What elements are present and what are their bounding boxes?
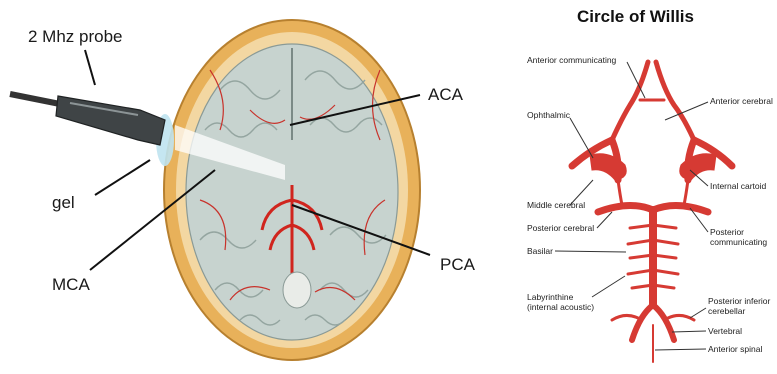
label-internal-carotid: Internal cartoid <box>710 181 766 191</box>
label-anterior-communicating: Anterior communicating <box>527 55 617 65</box>
posterior-inferior-cerebellar-left <box>612 315 638 320</box>
ophthalmic-right <box>680 154 716 180</box>
label-pca: PCA <box>440 255 476 274</box>
brain-illustration <box>156 20 420 360</box>
vertebral-left <box>632 305 653 340</box>
label-posterior-communicating-2: communicating <box>710 237 767 247</box>
label-posterior-cerebral: Posterior cerebral <box>527 223 594 233</box>
label-posterior-communicating-1: Posterior <box>710 227 744 237</box>
label-labyrinthine-1: Labyrinthine <box>527 292 574 302</box>
label-middle-cerebral: Middle cerebral <box>527 200 585 210</box>
label-aca: ACA <box>428 85 464 104</box>
probe-cable <box>10 94 60 104</box>
label-probe: 2 Mhz probe <box>28 27 123 46</box>
posterior-communicating-left <box>618 180 622 205</box>
label-gel: gel <box>52 193 75 212</box>
label-ophthalmic: Ophthalmic <box>527 110 571 120</box>
circle-of-willis-diagram <box>572 62 732 362</box>
brainstem <box>283 272 311 308</box>
probe-device <box>10 94 165 145</box>
label-anterior-cerebral: Anterior cerebral <box>710 96 773 106</box>
label-pica-1: Posterior inferior <box>708 296 771 306</box>
label-labyrinthine-2: (internal acoustic) <box>527 302 594 312</box>
label-vertebral: Vertebral <box>708 326 742 336</box>
label-mca: MCA <box>52 275 90 294</box>
label-pica-2: cerebellar <box>708 306 745 316</box>
label-basilar: Basilar <box>527 246 553 256</box>
vertebral-right <box>653 305 674 340</box>
label-anterior-spinal: Anterior spinal <box>708 344 762 354</box>
posterior-communicating-right <box>684 180 688 205</box>
circle-of-willis-title: Circle of Willis <box>577 7 694 26</box>
ophthalmic-left <box>590 154 626 180</box>
